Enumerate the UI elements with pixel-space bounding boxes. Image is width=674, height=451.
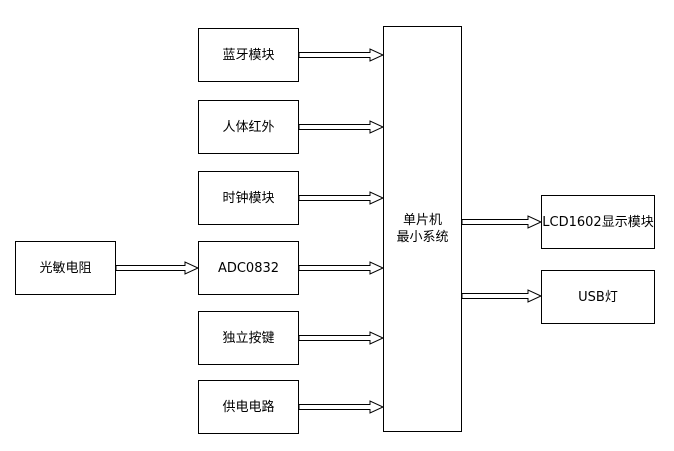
input-label-adc: ADC0832 [217,260,280,276]
mcu-label-line1: 单片机 [402,213,442,228]
arrow-mcu-to-lcd [461,215,543,229]
output-box-usb: USB灯 [541,270,655,324]
arrow-pir-to-mcu [298,120,385,134]
input-box-clock: 时钟模块 [198,171,299,225]
arrow-buttons-to-mcu [298,331,385,345]
arrow-power-to-mcu [298,400,385,414]
input-label-buttons: 独立按键 [222,330,275,346]
input-box-power: 供电电路 [198,380,299,434]
output-label-usb: USB灯 [578,289,618,305]
input-box-buttons: 独立按键 [198,311,299,365]
input-label-clock: 时钟模块 [222,190,275,206]
input-label-bluetooth: 蓝牙模块 [222,47,275,63]
output-box-lcd: LCD1602显示模块 [541,195,655,249]
input-box-adc: ADC0832 [198,241,299,295]
arrow-clock-to-mcu [298,191,385,205]
input-box-bluetooth: 蓝牙模块 [198,28,299,82]
sensor-box-photoresistor: 光敏电阻 [15,241,116,295]
input-label-pir: 人体红外 [222,119,275,135]
arrow-bluetooth-to-mcu [298,48,385,62]
input-box-pir: 人体红外 [198,100,299,154]
arrow-adc-to-mcu [298,261,385,275]
arrow-sensor-to-adc [115,261,200,275]
input-label-power: 供电电路 [222,399,275,415]
arrow-mcu-to-usb [461,289,543,303]
output-label-lcd: LCD1602显示模块 [542,214,654,230]
mcu-label-line2: 最小系统 [396,230,449,245]
mcu-box: 单片机 最小系统 [383,26,462,432]
sensor-label: 光敏电阻 [39,260,92,276]
